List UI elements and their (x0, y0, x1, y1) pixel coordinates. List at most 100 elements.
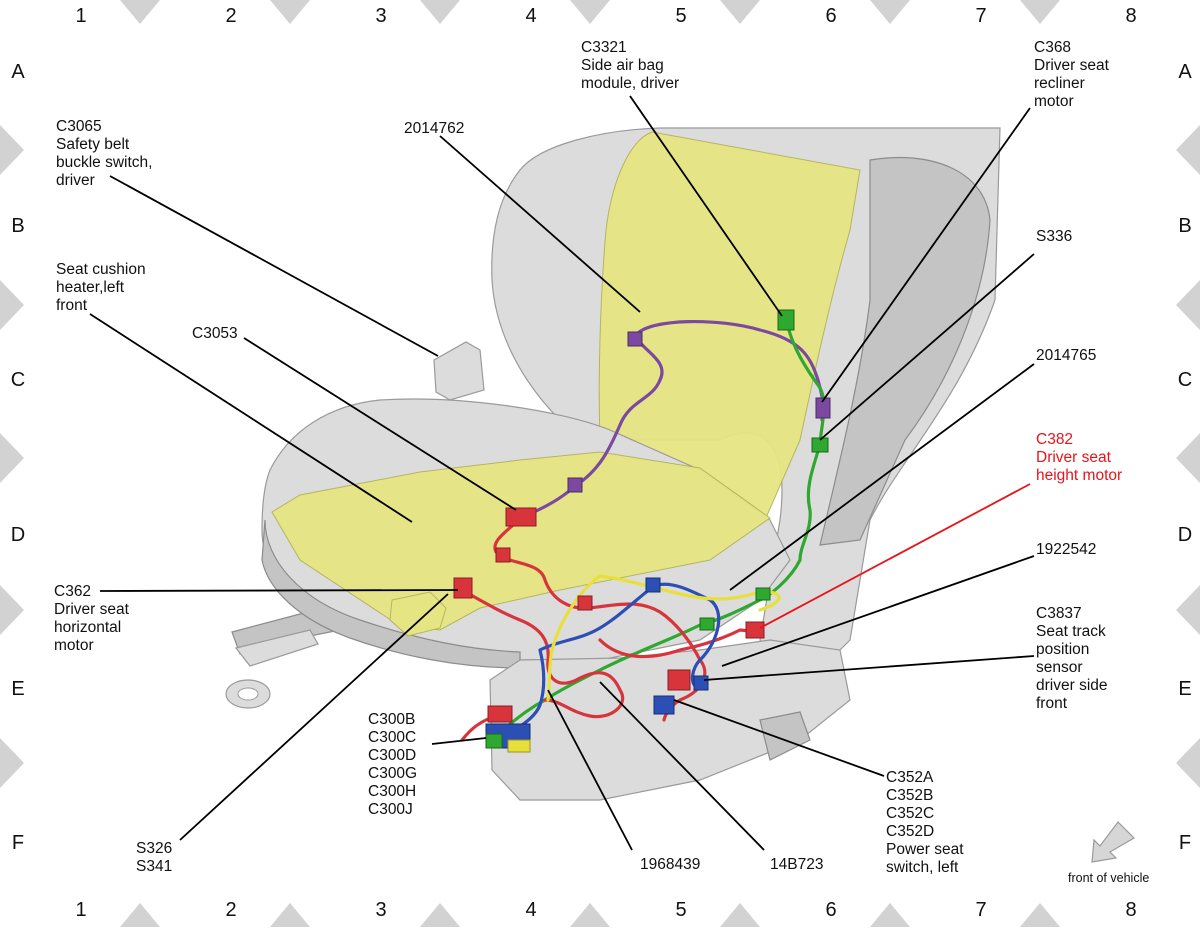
yellow-harness (546, 574, 781, 702)
connector-c362 (453, 577, 473, 599)
connector-c352-blue (653, 695, 675, 715)
grid-row-label: C (11, 369, 25, 391)
leader-lines (89, 95, 1035, 851)
grid-col-labels-bottom: 1 2 3 4 5 6 7 8 (75, 899, 1136, 921)
grid-col-label: 2 (225, 5, 236, 27)
callout-labels: C3321 Side air bag module, driver C368 D… (54, 39, 1122, 876)
callout-c3837: C3837 Seat track position sensor driver … (1036, 605, 1112, 712)
connector-green-c (699, 617, 715, 631)
leader-s326 (179, 593, 449, 841)
callout-c3053: C3053 (192, 325, 238, 342)
grid-row-label: F (12, 832, 24, 854)
connector-2014762 (627, 331, 643, 347)
callout-2014762: 2014762 (404, 120, 464, 137)
front-of-vehicle-label: front of vehicle (1068, 871, 1149, 885)
grid-row-label: D (11, 524, 25, 546)
connector-c300-red (487, 705, 513, 723)
connector-c300-yellow (507, 739, 531, 753)
grid-row-labels-left: A B C D E F (11, 61, 26, 854)
connector-purple (567, 477, 583, 493)
front-of-vehicle-indicator: front of vehicle (1068, 821, 1149, 885)
leader-1968439 (547, 689, 633, 851)
connector-red-a (495, 547, 511, 563)
connector-c3053 (505, 507, 537, 527)
leader-c382 (759, 483, 1031, 629)
callout-s326: S326 S341 (136, 840, 177, 875)
grid-row-label: A (1178, 61, 1192, 83)
callout-c382: C382 Driver seat height motor (1036, 431, 1122, 484)
callout-c3321: C3321 Side air bag module, driver (581, 39, 679, 92)
leader-c3321 (629, 95, 783, 317)
callout-1922542: 1922542 (1036, 541, 1096, 558)
grid-col-label: 5 (675, 899, 686, 921)
leader-1922542 (721, 555, 1035, 667)
connector-c3837 (693, 675, 709, 691)
leader-c3053 (243, 337, 517, 511)
callout-14b723: 14B723 (770, 856, 823, 873)
leader-s336 (819, 253, 1035, 441)
leader-c3065 (109, 175, 439, 357)
connector-green-b (755, 587, 771, 601)
grid-col-label: 4 (525, 5, 536, 27)
callout-seat-cushion-heater: Seat cushion heater,left front (56, 261, 150, 314)
leader-2014762 (439, 135, 641, 313)
callout-c368: C368 Driver seat recliner motor (1034, 39, 1113, 110)
callout-2014765: 2014765 (1036, 347, 1096, 364)
seat-illustration (225, 127, 1001, 801)
grid-row-label: A (11, 61, 25, 83)
grid-col-label: 4 (525, 899, 536, 921)
callout-c3065: C3065 Safety belt buckle switch, driver (56, 118, 157, 189)
purple-harness (518, 320, 826, 520)
grid-row-labels-right: A B C D E F (1178, 61, 1193, 854)
leader-14b723 (599, 681, 765, 851)
grid-col-labels-top: 1 2 3 4 5 6 7 8 (75, 5, 1136, 27)
grid-col-label: 6 (825, 899, 836, 921)
red-harness-lower (460, 588, 625, 719)
grid-col-label: 8 (1125, 899, 1136, 921)
leader-c368 (821, 107, 1031, 403)
leader-c300 (431, 737, 487, 745)
front-pad-left (389, 591, 447, 637)
front-arrow-icon (1091, 821, 1135, 863)
connector-c352 (667, 669, 691, 691)
grid-row-label: B (1178, 215, 1191, 237)
leader-c362 (99, 589, 459, 592)
callout-c300: C300B C300C C300D C300G C300H C300J (368, 711, 421, 818)
grid-col-label: 1 (75, 899, 86, 921)
leader-c352 (673, 699, 885, 777)
grid-col-label: 3 (375, 899, 386, 921)
grid-row-label: C (1178, 369, 1192, 391)
callout-s336: S336 (1036, 228, 1072, 245)
grid-row-label: B (11, 215, 24, 237)
grid-row-label: D (1178, 524, 1192, 546)
connector-c300-green (485, 733, 503, 749)
red-harness-right (598, 628, 762, 659)
connectors (453, 309, 831, 753)
grid-col-label: 5 (675, 5, 686, 27)
grid-row-label: E (11, 678, 24, 700)
grid-col-label: 2 (225, 899, 236, 921)
seat-backrest-side (819, 156, 991, 546)
callout-c362: C362 Driver seat horizontal motor (54, 583, 133, 654)
seat-belt-buckle (433, 341, 485, 401)
grid-row-label: E (1178, 678, 1191, 700)
leader-c3837 (703, 655, 1035, 681)
grid-col-label: 7 (975, 899, 986, 921)
callout-c352: C352A C352B C352C C352D Power seat switc… (886, 769, 968, 876)
grid-col-label: 8 (1125, 5, 1136, 27)
callout-1968439: 1968439 (640, 856, 700, 873)
leader-seat-cushion-heater (89, 313, 413, 523)
connector-c368 (815, 397, 831, 419)
grid-col-label: 1 (75, 5, 86, 27)
seat-base-foot (759, 711, 811, 761)
seat-rail-lower (234, 629, 319, 667)
grid-col-label: 6 (825, 5, 836, 27)
grid-col-label: 7 (975, 5, 986, 27)
grid-row-label: F (1179, 832, 1191, 854)
leader-2014765 (729, 363, 1035, 591)
connector-s336 (811, 437, 829, 453)
connector-red-b (577, 595, 593, 611)
connector-blue-a (645, 577, 661, 593)
